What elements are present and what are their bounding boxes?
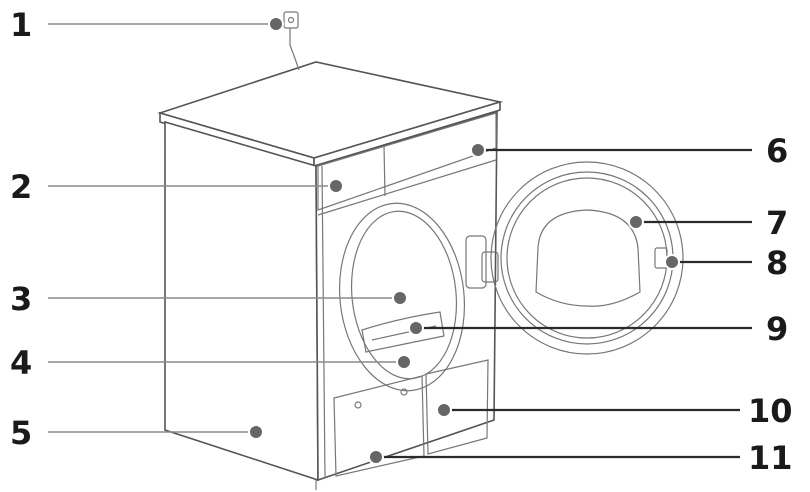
dryer-illustration — [157, 11, 684, 490]
callout-5: 5 — [10, 414, 264, 452]
callout-8: 8 — [664, 244, 788, 282]
callout-3: 3 — [10, 280, 408, 318]
label-2: 2 — [10, 168, 32, 206]
label-7: 7 — [766, 204, 788, 242]
label-5: 5 — [10, 414, 32, 452]
callout-10: 10 — [436, 392, 793, 430]
callout-7: 7 — [628, 204, 788, 242]
label-1: 1 — [10, 6, 32, 44]
plug — [283, 11, 299, 29]
callout-1: 1 — [10, 6, 284, 44]
side-panel — [164, 120, 319, 482]
label-4: 4 — [10, 344, 32, 382]
callout-11: 11 — [368, 439, 793, 477]
label-3: 3 — [10, 280, 32, 318]
door-outer — [490, 161, 684, 355]
label-10: 10 — [748, 392, 793, 430]
callout-9: 9 — [408, 310, 788, 348]
label-9: 9 — [766, 310, 788, 348]
label-6: 6 — [766, 132, 788, 170]
label-8: 8 — [766, 244, 788, 282]
callout-2: 2 — [10, 168, 344, 206]
callout-6: 6 — [470, 132, 788, 170]
callout-4: 4 — [10, 344, 412, 382]
label-11: 11 — [748, 439, 793, 477]
